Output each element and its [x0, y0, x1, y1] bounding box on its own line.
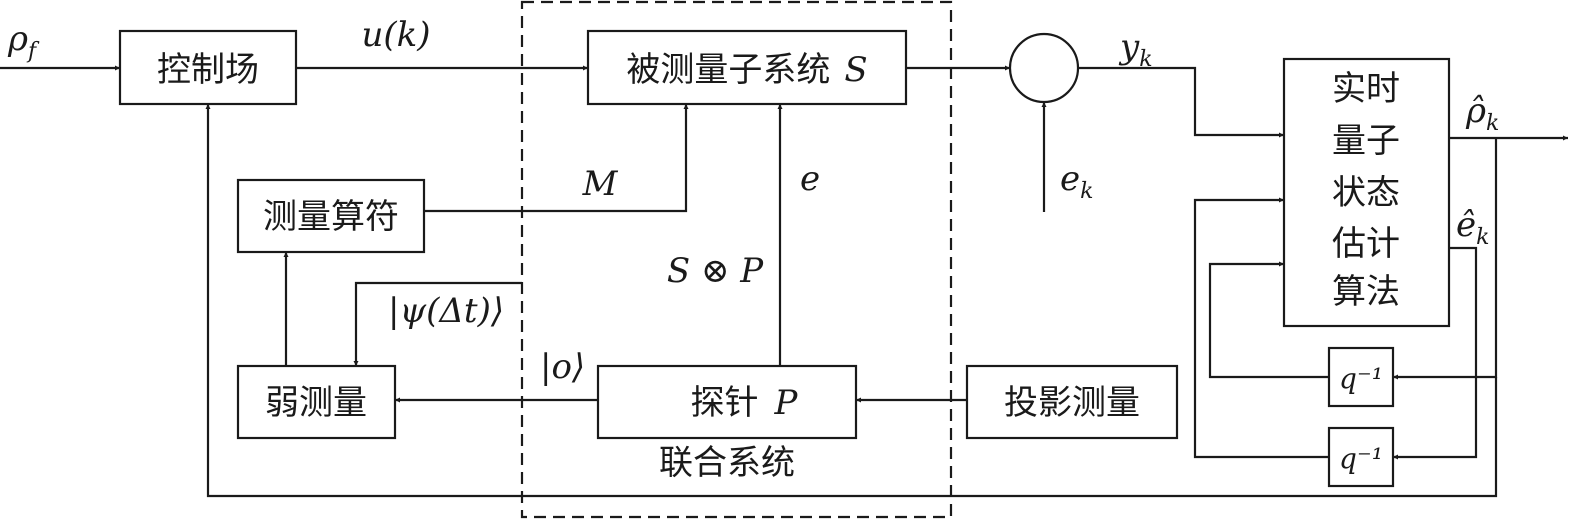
e-k-label: ek — [1060, 159, 1093, 204]
measurement-operator-block — [236, 178, 426, 254]
joint-system-label: 联合系统 — [659, 443, 795, 483]
weak-measurement-label: 弱测量 — [265, 383, 367, 423]
delay-2-label: q⁻¹ — [1339, 442, 1383, 475]
projective-measurement-block — [965, 364, 1179, 440]
e-label: e — [800, 159, 820, 199]
control-field-block — [118, 29, 298, 106]
control-field-label: 控制场 — [157, 50, 259, 90]
rho-f-label: ρf — [7, 19, 40, 64]
delay-block-1 — [1327, 346, 1395, 408]
probe-block — [596, 364, 858, 440]
psi-dt-label: |ψ(Δt)⟩ — [388, 291, 504, 331]
signal-lines — [0, 65, 1568, 498]
estimator-block — [1282, 57, 1451, 328]
svg-text:算法: 算法 — [1332, 272, 1400, 312]
measurement-operator-label: 测量算符 — [263, 197, 399, 237]
s-otimes-p-label: S ⊗ P — [667, 251, 764, 291]
estimator-label: 实时 量子 状态 估计 算法 — [1332, 69, 1400, 312]
y-k-label: yk — [1118, 27, 1153, 72]
u-k-label: u(k) — [361, 15, 430, 55]
svg-text:实时: 实时 — [1332, 69, 1400, 109]
joint-system-boundary — [520, 0, 953, 519]
svg-text:估计: 估计 — [1332, 224, 1400, 264]
o-ket-label: |o⟩ — [540, 347, 585, 387]
svg-text:状态: 状态 — [1332, 173, 1400, 213]
measured-subsystem-block — [586, 29, 908, 106]
projective-measurement-label: 投影测量 — [1004, 383, 1140, 423]
m-label: M — [582, 164, 619, 204]
e-hat-label: êk — [1456, 205, 1489, 250]
svg-text:量子: 量子 — [1332, 121, 1400, 161]
delay-1-label: q⁻¹ — [1339, 362, 1383, 395]
summing-junction — [1008, 32, 1080, 104]
rho-hat-label: ρ̂k — [1465, 91, 1499, 136]
